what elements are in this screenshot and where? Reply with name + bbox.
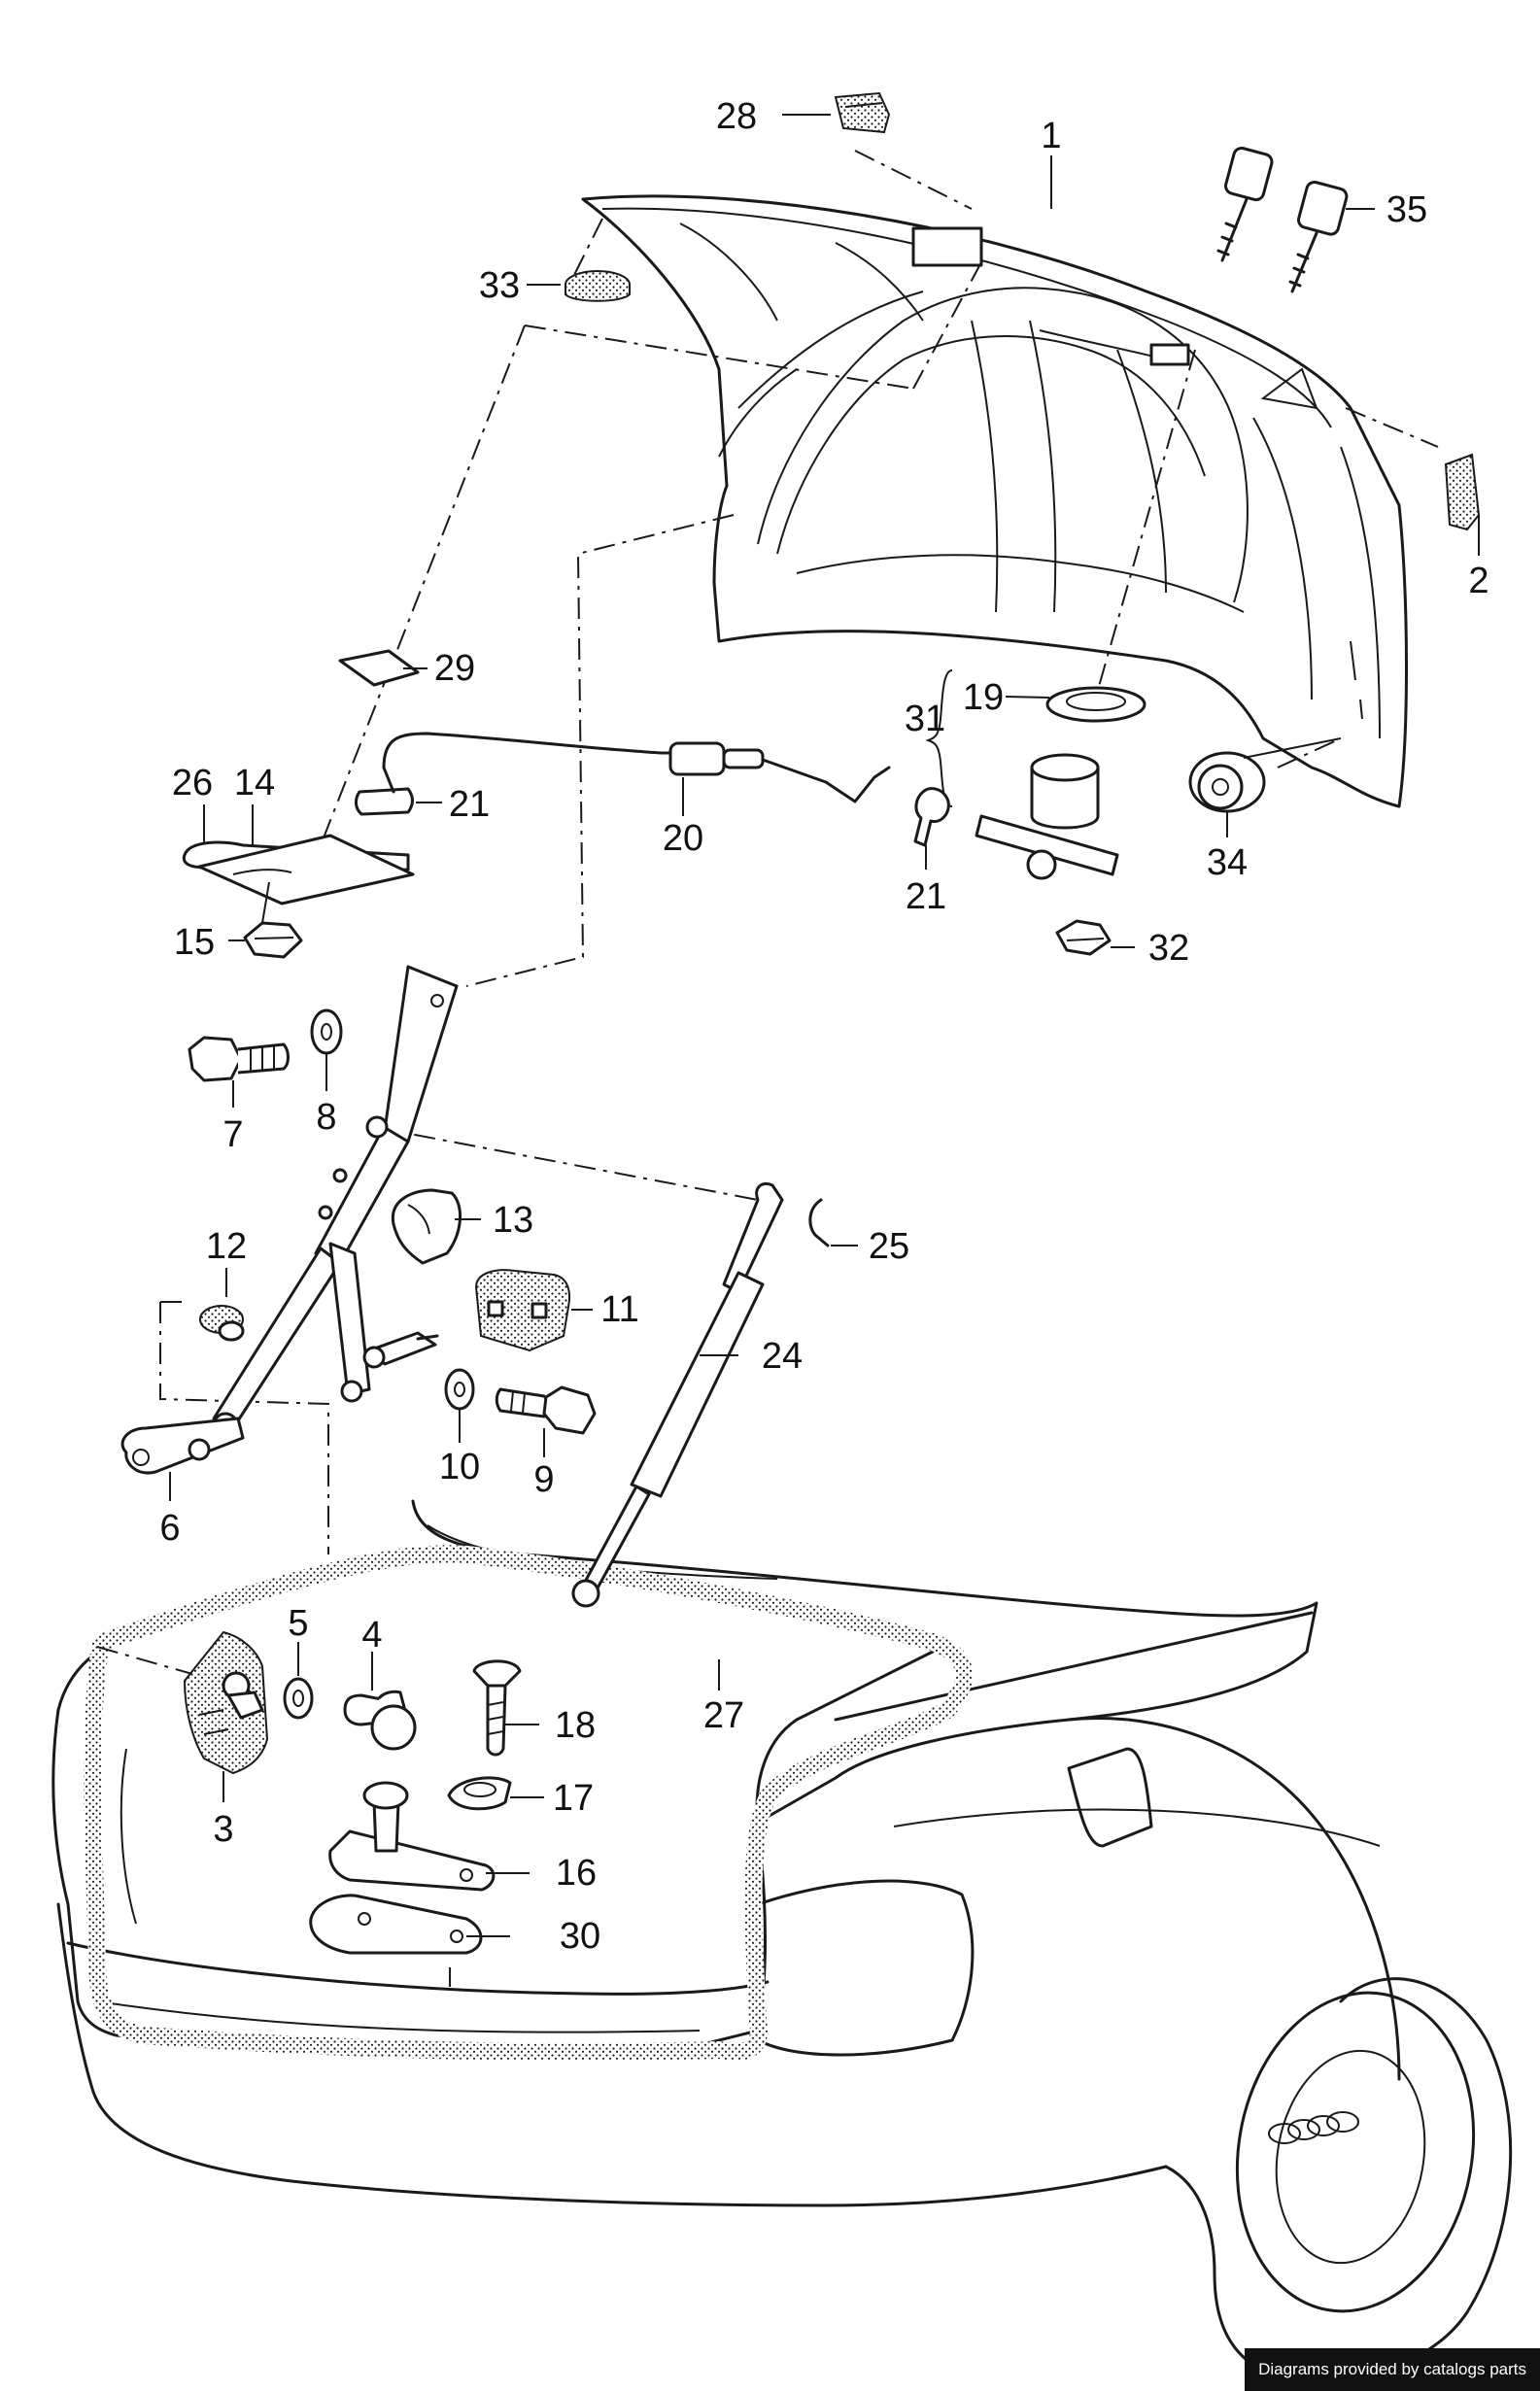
callout-34: 34 bbox=[1207, 842, 1248, 883]
part-31-lock-cylinder bbox=[925, 669, 1119, 880]
part-17-spacer bbox=[447, 1776, 512, 1811]
callout-12: 12 bbox=[206, 1226, 247, 1267]
callout-11: 11 bbox=[600, 1289, 638, 1330]
part-35-keys bbox=[1216, 146, 1349, 293]
callout-24: 24 bbox=[762, 1336, 803, 1377]
callout-26: 26 bbox=[172, 763, 213, 803]
part-10-washer bbox=[444, 1368, 475, 1411]
part-30-base-plate bbox=[309, 1894, 483, 1955]
callout-19: 19 bbox=[963, 677, 1004, 718]
part-20-release-cable bbox=[382, 732, 891, 803]
part-3-lock-plate bbox=[183, 1630, 269, 1775]
diagram-credit-banner: Diagrams provided by catalogs parts bbox=[1245, 2348, 1540, 2391]
callout-16: 16 bbox=[556, 1853, 597, 1894]
callout-30: 30 bbox=[560, 1916, 600, 1957]
lid-latch-cutout bbox=[1149, 343, 1190, 366]
trunk-hinge-assembly bbox=[120, 965, 459, 1475]
part-16-striker bbox=[328, 1781, 496, 1892]
part-8-washer bbox=[310, 1008, 343, 1055]
callout-3: 3 bbox=[213, 1809, 233, 1850]
audi-rings-logo bbox=[1268, 2111, 1359, 2144]
hinge-link-rod bbox=[362, 1331, 439, 1369]
callout-15: 15 bbox=[174, 922, 215, 963]
callout-10: 10 bbox=[439, 1447, 480, 1487]
callout-35: 35 bbox=[1386, 189, 1427, 230]
callout-1: 1 bbox=[1041, 116, 1061, 156]
trunk-seal-part-27 bbox=[84, 1545, 974, 2061]
callout-4: 4 bbox=[361, 1615, 382, 1656]
part-14-latch-plate bbox=[197, 834, 415, 905]
part-11-buffer-block bbox=[474, 1269, 571, 1352]
part-25-retaining-clip bbox=[808, 1198, 830, 1247]
callout-21-right: 21 bbox=[906, 876, 946, 917]
part-28-clip bbox=[834, 91, 891, 134]
part-13-bump-stop bbox=[391, 1188, 462, 1265]
part-34-rubber-buffer bbox=[1188, 737, 1342, 813]
callout-5: 5 bbox=[288, 1603, 308, 1644]
callout-13: 13 bbox=[493, 1200, 533, 1241]
part-24-gas-strut bbox=[571, 1181, 784, 1608]
callout-28: 28 bbox=[716, 96, 757, 137]
callout-27: 27 bbox=[703, 1695, 744, 1736]
callout-29: 29 bbox=[434, 648, 475, 689]
callout-21-left: 21 bbox=[449, 784, 490, 825]
part-15-nut bbox=[243, 921, 303, 959]
callout-14: 14 bbox=[234, 763, 275, 803]
callout-8: 8 bbox=[316, 1097, 336, 1138]
assembly-guide-lines bbox=[96, 150, 1439, 1677]
callout-2: 2 bbox=[1468, 561, 1489, 601]
part-33-grommet bbox=[565, 270, 631, 302]
trunk-lid-drawing bbox=[581, 194, 1408, 808]
part-19-grommet bbox=[1045, 686, 1146, 723]
callout-9: 9 bbox=[533, 1459, 554, 1500]
callout-33: 33 bbox=[479, 265, 520, 306]
part-18-countersunk-screw bbox=[472, 1659, 522, 1757]
car-body-drawing bbox=[51, 1499, 1513, 2379]
part-21-clip-left bbox=[355, 787, 414, 816]
lid-handle-recess bbox=[911, 226, 983, 267]
callout-17: 17 bbox=[553, 1778, 594, 1819]
callout-25: 25 bbox=[869, 1226, 909, 1267]
part-5-washer bbox=[283, 1677, 314, 1720]
callout-31: 31 bbox=[905, 699, 945, 739]
part-7-hinge-bolt bbox=[188, 1036, 290, 1082]
part-32-nut bbox=[1055, 919, 1112, 956]
leader-lines bbox=[169, 114, 1480, 1987]
part-9-bolt bbox=[495, 1385, 597, 1435]
part-4-bolt bbox=[343, 1690, 417, 1751]
callout-6: 6 bbox=[159, 1508, 180, 1549]
callout-labels: 28 1 35 2 33 19 31 21 32 34 29 21 20 26 … bbox=[159, 96, 1489, 1957]
callout-7: 7 bbox=[222, 1114, 243, 1155]
callout-32: 32 bbox=[1148, 928, 1189, 969]
part-12-clip bbox=[199, 1305, 245, 1342]
part-2-plug bbox=[1444, 453, 1481, 531]
part-29-washer bbox=[338, 649, 420, 687]
fuel-filler-flap bbox=[1067, 1747, 1153, 1848]
part-21-clip-right bbox=[913, 787, 950, 847]
callout-18: 18 bbox=[555, 1705, 596, 1746]
callout-20: 20 bbox=[663, 818, 703, 859]
